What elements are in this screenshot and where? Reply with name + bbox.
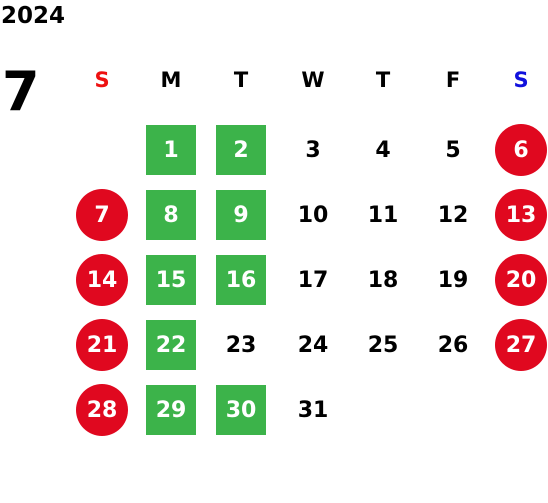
day-cell-22: 22 [146, 320, 196, 370]
day-cell-7: 7 [76, 189, 128, 241]
day-cell-15: 15 [146, 255, 196, 305]
weekday-header-4: T [375, 68, 391, 92]
day-cell-8: 8 [146, 190, 196, 240]
day-cell-18: 18 [367, 267, 399, 293]
year-label: 2024 [1, 3, 66, 29]
day-cell-11: 11 [367, 202, 399, 228]
day-cell-13: 13 [495, 189, 547, 241]
day-cell-1: 1 [146, 125, 196, 175]
weekday-header-1: M [160, 68, 182, 92]
weekday-header-3: W [301, 68, 325, 92]
day-cell-6: 6 [495, 124, 547, 176]
day-cell-17: 17 [297, 267, 329, 293]
day-cell-25: 25 [367, 332, 399, 358]
day-cell-4: 4 [375, 137, 391, 163]
weekday-header-2: T [233, 68, 249, 92]
day-cell-31: 31 [297, 397, 329, 423]
day-cell-10: 10 [297, 202, 329, 228]
day-cell-9: 9 [216, 190, 266, 240]
day-cell-16: 16 [216, 255, 266, 305]
day-cell-21: 21 [76, 319, 128, 371]
month-number: 7 [2, 60, 40, 123]
day-cell-12: 12 [437, 202, 469, 228]
weekday-header-5: F [445, 68, 461, 92]
day-cell-3: 3 [305, 137, 321, 163]
day-cell-28: 28 [76, 384, 128, 436]
day-cell-19: 19 [437, 267, 469, 293]
weekday-header-0: S [94, 68, 110, 92]
day-cell-26: 26 [437, 332, 469, 358]
weekday-header-6: S [513, 68, 529, 92]
day-cell-20: 20 [495, 254, 547, 306]
day-cell-2: 2 [216, 125, 266, 175]
day-cell-30: 30 [216, 385, 266, 435]
day-cell-14: 14 [76, 254, 128, 306]
day-cell-5: 5 [445, 137, 461, 163]
day-cell-23: 23 [225, 332, 257, 358]
day-cell-24: 24 [297, 332, 329, 358]
day-cell-29: 29 [146, 385, 196, 435]
day-cell-27: 27 [495, 319, 547, 371]
